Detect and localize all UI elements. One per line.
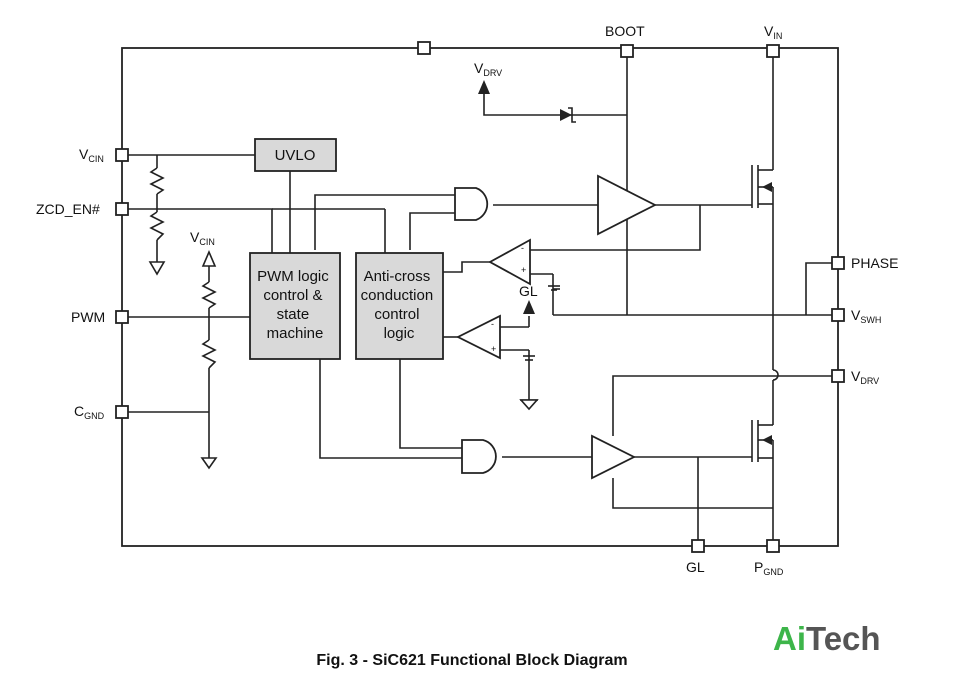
pin-vswh [831,308,845,322]
brand-logo: AiTech [773,620,881,657]
pin-gl [691,539,705,553]
svg-text:PWM logic control & st: PWM logic control & state machine [257,268,333,342]
svg-text:Anti-cross conduction: Anti-cross conduction control logic [361,268,438,342]
pwm-divider [122,249,250,470]
label-boot: BOOT [605,23,645,39]
pin-pgnd [766,539,780,553]
anti-cross-line-2: conduction [361,287,434,304]
pwm-logic-line-4: machine [267,325,324,342]
high-side-driver [493,174,752,251]
label-vin: VIN [764,23,782,41]
label-vdrv: VDRV [851,368,879,386]
pin-pwm [115,310,129,324]
label-pwm: PWM [71,309,105,325]
bootstrap-diode [560,107,576,123]
brand-part-1: Ai [773,620,806,657]
label-vdrv-internal: VDRV [474,60,502,78]
uvlo-label: UVLO [275,147,316,164]
low-side-driver [502,375,838,546]
label-gl-internal: GL [519,283,538,299]
uvlo-block [254,138,337,172]
ic-outline [121,47,839,547]
comparator-lower [443,300,539,411]
label-cgnd: CGND [74,403,105,421]
comp-upper-minus: - [521,243,524,253]
comp-upper-plus: + [521,265,526,275]
label-pgnd: PGND [754,559,784,577]
anti-cross-line-1: Anti-cross [364,268,431,285]
anti-cross-line-4: logic [384,325,415,342]
pin-boot [620,44,634,58]
comp-lower-plus: + [491,344,496,354]
comp-lower-minus: - [491,319,494,329]
vcin-rail [122,154,291,253]
pwm-logic-block [249,252,341,360]
and-gate-low [319,358,497,474]
high-side-mosfet [751,56,774,370]
pwm-logic-line-3: state [277,306,310,323]
offset-source-upper [548,285,560,291]
pwm-logic-line-2: control & [263,287,322,304]
pin-vcin [115,148,129,162]
label-vswh: VSWH [851,307,881,325]
and-gate-high [314,187,489,250]
pin-zcd-en [115,202,129,216]
pin-vin [766,44,780,58]
label-gl: GL [686,559,705,575]
boot-rail [478,56,628,315]
pin-cgnd [115,405,129,419]
pwm-logic-line-1: PWM logic [257,268,329,285]
low-side-mosfet [751,369,779,546]
brand-part-2: Tech [806,620,881,657]
comparator-upper [443,238,560,315]
anti-cross-block [355,252,444,360]
anti-cross-line-3: control [374,306,419,323]
figure-caption: Fig. 3 - SiC621 Functional Block Diagram [316,652,627,669]
switch-node [553,262,838,316]
label-vcin: VCIN [79,146,104,164]
pin-phase [831,256,845,270]
pin-vdrv [831,369,845,383]
label-phase: PHASE [851,255,898,271]
pin-top-center [417,41,431,55]
label-vcin-internal: VCIN [190,229,215,247]
label-zcd-en: ZCD_EN# [36,201,100,217]
zcd-divider [122,155,386,276]
